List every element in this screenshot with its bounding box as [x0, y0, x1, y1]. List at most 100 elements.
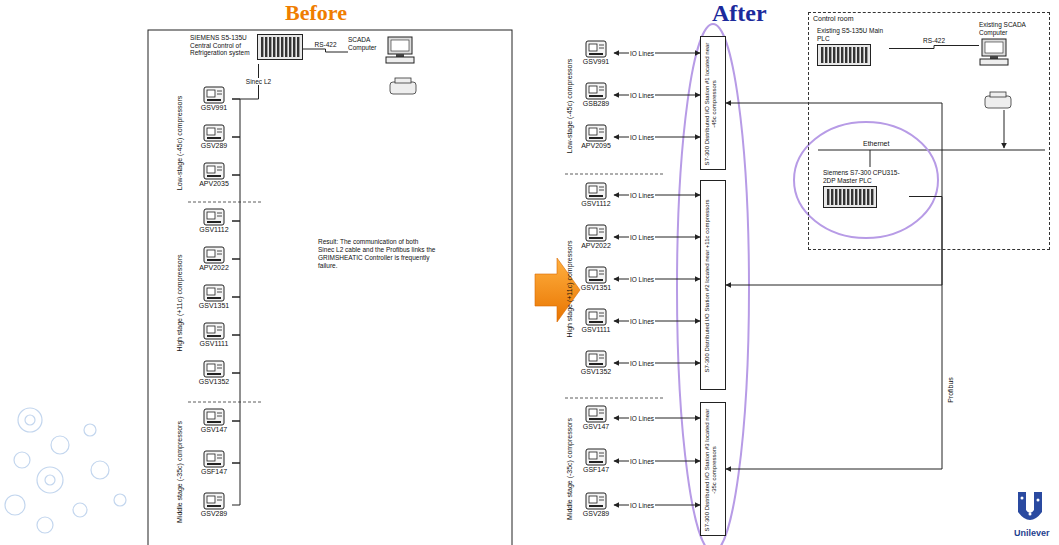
highlight-ellipse [794, 122, 938, 238]
edge-label: IO Lines [629, 458, 655, 465]
note-label: Result: The communication of both Sinec … [318, 238, 436, 270]
node-text: SCADA Computer [348, 36, 382, 51]
plc-rack-icon [817, 44, 871, 66]
edge-label: IO Lines [629, 234, 655, 241]
flower-watermark [5, 408, 126, 533]
compressor-icon [203, 360, 225, 378]
plc-rack-icon [257, 34, 303, 60]
compressor-icon [585, 224, 607, 242]
node-text: S7-300 Distributed I/O Station #2 locate… [704, 185, 711, 387]
compressor-icon [203, 322, 225, 340]
io-line [614, 363, 700, 364]
compressor-icon [585, 266, 607, 284]
plc-unit: Existing S5-135U Main PLC [817, 27, 889, 70]
group-label: High stage (+11c) compressors [176, 208, 184, 398]
compressor-icon [203, 408, 225, 426]
cable-line [232, 175, 240, 221]
cable-line [303, 49, 348, 52]
cable-line [232, 373, 240, 421]
group-label: Middle stage (-35c) compressors [176, 406, 184, 538]
edge-label: IO Lines [629, 276, 655, 283]
node-text: GSV289 [196, 510, 232, 518]
node-text: GSV1111 [196, 340, 232, 348]
edge-label: RS-422 [922, 37, 946, 44]
cable-line [232, 463, 240, 505]
cable-line [889, 46, 979, 49]
node-text: GSF147 [578, 466, 614, 474]
group-label: Low-stage (-45c) compressors [176, 88, 184, 198]
compressor: GSV991 [578, 40, 614, 66]
compressor: GSV1112 [196, 208, 232, 234]
compressor-icon [585, 40, 607, 58]
io-station-box: S7-300 Distributed I/O Station #1 locate… [700, 36, 726, 170]
compressor: GSB289 [578, 82, 614, 108]
compressor-icon [203, 492, 225, 510]
heading: Before [285, 1, 347, 25]
node-text: GSV147 [578, 423, 614, 431]
io-station-box: S7-300 Distributed I/O Station #2 locate… [700, 180, 726, 390]
node-text: APV2095 [578, 142, 614, 150]
group-label: Low-stage (-45c) compressors [566, 40, 574, 172]
computer-icon [385, 36, 415, 64]
node-text: GSV147 [196, 426, 232, 434]
node-text: GSV289 [578, 510, 614, 518]
control-room-region: Control roomExisting S5-135U Main PLC Exi… [808, 12, 1050, 250]
compressor: GSV289 [578, 492, 614, 518]
scada-computer: SCADA Computer [348, 36, 415, 68]
edge-label: IO Lines [629, 192, 655, 199]
profibus-line [726, 197, 942, 286]
edge-label: Sinec L2 [245, 78, 272, 85]
io-line [614, 95, 700, 96]
compressor: GSV147 [196, 408, 232, 434]
compressor-icon [203, 450, 225, 468]
heading: After [712, 0, 767, 26]
compressor-icon [585, 308, 607, 326]
unilever-logo [1018, 492, 1042, 520]
io-line [614, 321, 700, 322]
group-label: Middle stage (-35c) compressors [566, 400, 574, 538]
compressor: GSF147 [578, 448, 614, 474]
compressor: GSV1112 [578, 182, 614, 208]
io-line [614, 279, 700, 280]
node-text: Existing S5-135U Main PLC [817, 27, 889, 42]
node-text: Existing SCADA Computer [979, 21, 1041, 36]
compressor-icon [203, 86, 225, 104]
edge-label: RS-422 [313, 41, 337, 48]
compressor: GSV147 [578, 405, 614, 431]
compressor: GSV1351 [196, 284, 232, 310]
compressor: APV2022 [578, 224, 614, 250]
node-text: GSV289 [196, 142, 232, 150]
compressor-icon [203, 246, 225, 264]
node-text: GSV991 [578, 58, 614, 66]
stage-separators [188, 174, 665, 402]
node-text: Siemens S7-300 CPU315-2DP Master PLC [823, 169, 909, 184]
compressor: APV2035 [196, 162, 232, 188]
plc-rack-icon [823, 186, 877, 208]
node-text: Control room [813, 15, 853, 22]
compressor: GSV1351 [578, 266, 614, 292]
io-line [614, 53, 700, 54]
compressor: GSV289 [196, 492, 232, 518]
node-text: GSV1352 [196, 378, 232, 386]
edge-label: IO Lines [629, 360, 655, 367]
node-text: GSV1351 [196, 302, 232, 310]
cable-line [232, 221, 240, 259]
plc-unit: SIEMENS S5-135U Central Control of Refri… [190, 34, 303, 64]
io-line [614, 137, 700, 138]
node-text: GSV1352 [578, 368, 614, 376]
io-station-box: S7-300 Distributed I/O Station #3 locate… [700, 402, 726, 536]
group-label: Profibus [947, 360, 955, 420]
cable-line [232, 421, 240, 463]
io-line [614, 461, 700, 462]
compressor: GSV1111 [196, 322, 232, 348]
compressor: GSV1352 [578, 350, 614, 376]
note-label: Ethernet [862, 140, 890, 148]
cable-line [232, 99, 240, 137]
node-text: APV2022 [196, 264, 232, 272]
compressor: GSV991 [196, 86, 232, 112]
io-line [614, 418, 700, 419]
compressor-icon [203, 162, 225, 180]
edge-label: IO Lines [629, 92, 655, 99]
node-text: S7-300 Distributed I/O Station #1 locate… [704, 41, 718, 167]
